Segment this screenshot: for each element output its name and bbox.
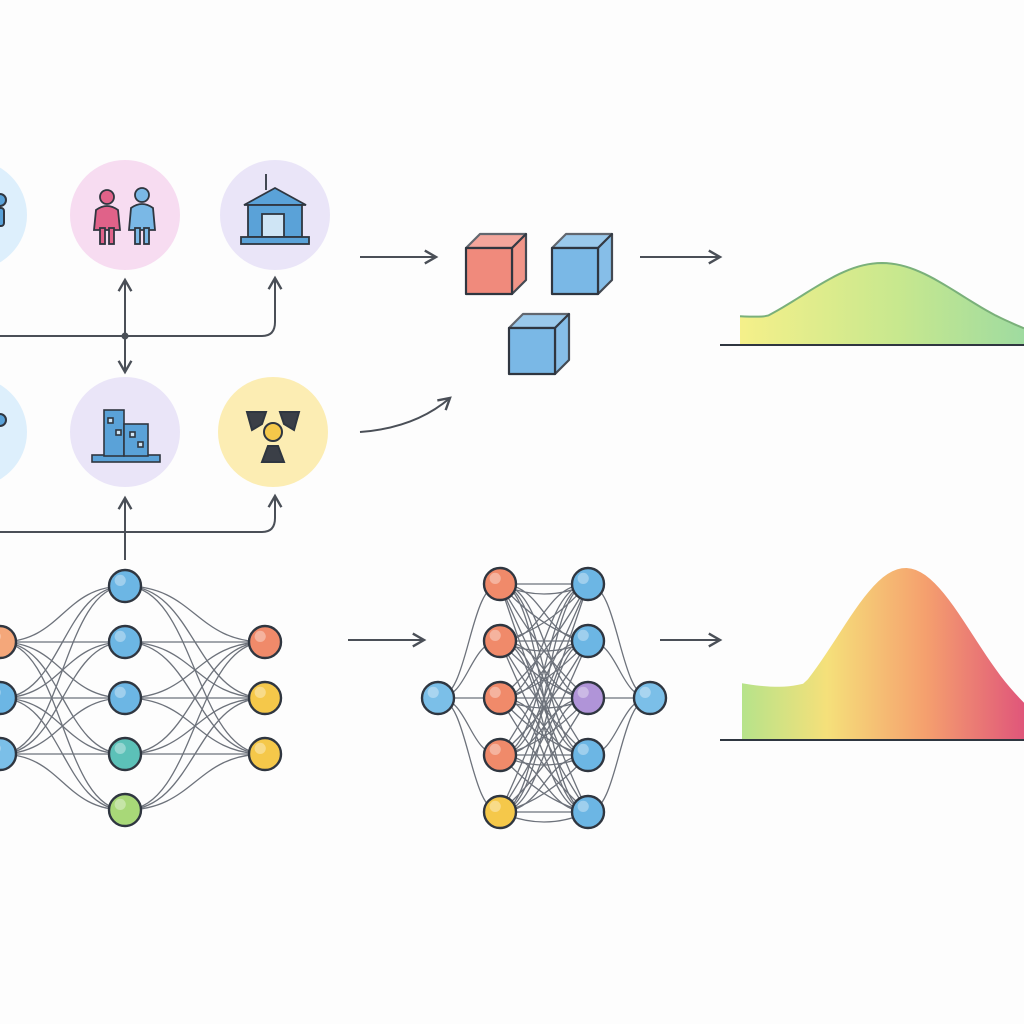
node-highlight bbox=[489, 686, 501, 699]
network-edge bbox=[0, 585, 126, 755]
network-edge bbox=[0, 585, 126, 643]
entity-row bbox=[0, 160, 330, 487]
node-highlight bbox=[0, 689, 1, 696]
network-node bbox=[570, 794, 606, 830]
node-highlight bbox=[577, 686, 589, 699]
node-highlight bbox=[114, 742, 126, 755]
net-right-nodes bbox=[420, 566, 668, 830]
distribution-top-curve bbox=[739, 261, 1024, 330]
network-edge bbox=[124, 585, 266, 643]
network-node bbox=[570, 566, 606, 602]
network-node bbox=[0, 624, 18, 660]
entity-connectors bbox=[0, 275, 283, 560]
network-node bbox=[482, 794, 518, 830]
node-highlight bbox=[577, 743, 589, 756]
neural-network-left bbox=[0, 568, 283, 828]
node-highlight bbox=[0, 745, 1, 752]
cube-red bbox=[464, 232, 528, 296]
flow-arrows bbox=[348, 249, 723, 648]
node-highlight bbox=[489, 800, 501, 813]
network-node bbox=[632, 680, 668, 716]
node-highlight bbox=[114, 686, 126, 699]
network-node bbox=[570, 680, 606, 716]
network-edge bbox=[124, 641, 266, 699]
node-highlight bbox=[639, 686, 651, 699]
node-highlight bbox=[0, 633, 1, 640]
network-node bbox=[107, 792, 143, 828]
network-node bbox=[107, 680, 143, 716]
couple-icon bbox=[93, 187, 156, 245]
distribution-bottom-area bbox=[742, 568, 1024, 740]
node-highlight bbox=[577, 800, 589, 813]
person-icon bbox=[0, 413, 7, 427]
network-node bbox=[482, 566, 518, 602]
network-edge bbox=[124, 641, 266, 755]
distribution-top bbox=[720, 261, 1024, 346]
city-icon bbox=[91, 409, 161, 463]
node-highlight bbox=[254, 630, 266, 643]
distribution-bottom bbox=[720, 568, 1024, 741]
network-edge bbox=[499, 640, 589, 813]
node-highlight bbox=[489, 629, 501, 642]
network-edge bbox=[124, 641, 266, 811]
node-highlight bbox=[114, 798, 126, 811]
network-node bbox=[107, 568, 143, 604]
node-highlight bbox=[114, 574, 126, 587]
network-node bbox=[247, 624, 283, 660]
network-edge bbox=[499, 583, 589, 813]
network-edge bbox=[124, 697, 266, 811]
cube-blue-right bbox=[550, 232, 614, 296]
network-node bbox=[0, 736, 18, 772]
entity-bank bbox=[220, 160, 330, 270]
network-node bbox=[107, 736, 143, 772]
network-node bbox=[247, 680, 283, 716]
radiation-icon bbox=[245, 411, 301, 463]
network-node bbox=[482, 680, 518, 716]
entity-city bbox=[70, 377, 180, 487]
network-node bbox=[247, 736, 283, 772]
network-node bbox=[0, 680, 18, 716]
node-highlight bbox=[254, 742, 266, 755]
network-node bbox=[107, 624, 143, 660]
distribution-top-area bbox=[740, 263, 1024, 345]
network-edge bbox=[124, 753, 266, 811]
net-left-edges bbox=[0, 585, 266, 811]
node-highlight bbox=[489, 572, 501, 585]
entity-person-2 bbox=[0, 384, 27, 480]
network-node bbox=[482, 623, 518, 659]
network-edge bbox=[499, 640, 589, 813]
network-node bbox=[570, 737, 606, 773]
net-left-nodes bbox=[0, 568, 283, 828]
network-edge bbox=[499, 583, 589, 813]
network-edge bbox=[0, 697, 126, 755]
cube-cluster bbox=[464, 232, 614, 376]
network-node bbox=[420, 680, 456, 716]
network-edge bbox=[499, 583, 589, 756]
node-highlight bbox=[427, 686, 439, 699]
network-edge bbox=[499, 583, 589, 756]
bank-icon bbox=[240, 174, 310, 245]
node-highlight bbox=[577, 572, 589, 585]
entity-radiation bbox=[218, 377, 328, 487]
entity-person bbox=[0, 167, 27, 263]
network-node bbox=[570, 623, 606, 659]
node-highlight bbox=[254, 686, 266, 699]
cube-blue-bottom bbox=[507, 312, 571, 376]
network-edge bbox=[0, 641, 126, 755]
node-highlight bbox=[114, 630, 126, 643]
person-icon bbox=[0, 193, 7, 227]
node-highlight bbox=[577, 629, 589, 642]
network-edge bbox=[0, 753, 126, 811]
node-highlight bbox=[489, 743, 501, 756]
net-right-edges bbox=[437, 583, 651, 823]
entity-couple bbox=[70, 160, 180, 270]
neural-network-right bbox=[420, 566, 668, 830]
network-node bbox=[482, 737, 518, 773]
network-edge bbox=[0, 585, 126, 699]
